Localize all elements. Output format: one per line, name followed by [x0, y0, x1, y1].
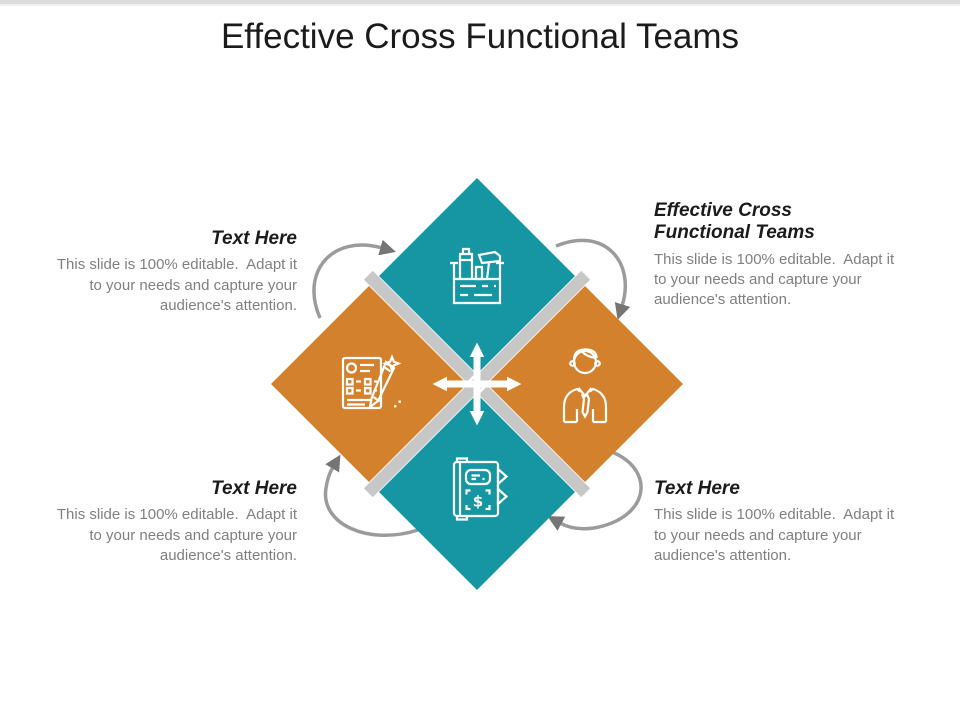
curved-arrow-top-right: [555, 238, 631, 320]
curved-arrows: [312, 238, 643, 537]
text-block-top-left: Text Here This slide is 100% editable. A…: [45, 228, 297, 316]
block-body-top-left: This slide is 100% editable. Adapt it to…: [56, 256, 302, 314]
block-body-bottom-left: This slide is 100% editable. Adapt it to…: [56, 506, 302, 564]
block-body-bottom-right: This slide is 100% editable. Adapt it to…: [654, 506, 899, 564]
diamond-bottom: [379, 394, 575, 590]
text-block-top-right: Effective Cross Functional Teams This sl…: [654, 200, 906, 310]
curved-arrow-bottom-left: [323, 454, 419, 537]
text-block-bottom-right: Text Here This slide is 100% editable. A…: [654, 478, 906, 566]
diamond-right: [487, 286, 683, 482]
curved-arrow-bottom-right: [547, 450, 643, 531]
text-block-bottom-left: Text Here This slide is 100% editable. A…: [45, 478, 297, 566]
businessman-icon: [562, 348, 608, 424]
ledger-dollar-icon: $: [452, 457, 509, 521]
center-cross-arrows: [432, 342, 522, 426]
block-heading-top-right: Effective Cross Functional Teams: [654, 200, 815, 244]
slide-title: Effective Cross Functional Teams: [220, 17, 740, 56]
block-heading-bottom-left: Text Here: [211, 478, 297, 499]
dollar-glyph: $: [473, 493, 483, 511]
block-heading-top-left: Text Here: [211, 228, 297, 249]
top-edge-bar: [0, 0, 960, 6]
curved-arrow-top-left: [312, 239, 396, 319]
block-body-top-right: This slide is 100% editable. Adapt it to…: [654, 250, 899, 308]
checklist-pencil-icon: [341, 353, 402, 410]
block-heading-bottom-right: Text Here: [654, 478, 740, 499]
toolbox-icon: [450, 247, 504, 305]
